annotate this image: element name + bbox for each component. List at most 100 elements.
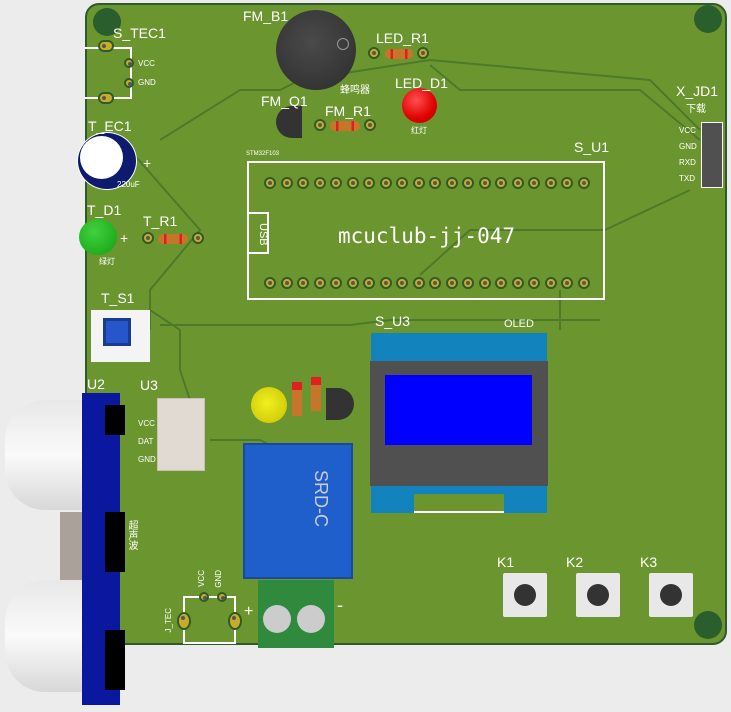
u3-connector (157, 398, 205, 471)
board-silk-text: mcuclub-jj-047 (338, 224, 516, 248)
mcu-pin (429, 277, 441, 289)
relay (243, 443, 353, 579)
mcu-pin (297, 277, 309, 289)
oled-label: OLED (504, 318, 534, 330)
t-ec1-polarity: + (143, 155, 152, 171)
key-k3-button[interactable] (649, 573, 693, 617)
button-cap[interactable] (514, 584, 536, 606)
mcu-pin (544, 277, 557, 289)
pad (364, 119, 376, 131)
download-header (701, 122, 723, 188)
mcu-pin (478, 277, 491, 289)
ultrasonic-transducer (5, 580, 90, 692)
pin-label-gnd: GND (138, 78, 156, 87)
s-u1-label: S_U1 (574, 139, 610, 155)
mcu-pin (528, 177, 540, 189)
mcu-pin (330, 277, 342, 289)
u3-pin-gnd: GND (138, 455, 156, 464)
pad (228, 612, 242, 630)
mcu-pin (330, 177, 342, 189)
t-d1-polarity: + (120, 230, 129, 246)
screw[interactable] (263, 605, 291, 633)
resistor-led-r1 (385, 49, 413, 59)
mcu-pin (462, 177, 474, 189)
mcu-pin (462, 277, 474, 289)
resistor-fm-r1 (330, 121, 360, 131)
led-r1-label: LED_R1 (376, 30, 429, 46)
s-u3-label: S_U3 (375, 313, 411, 329)
u3-pin-dat: DAT (138, 437, 154, 446)
button-cap[interactable] (660, 584, 682, 606)
mcu-pin (528, 277, 540, 289)
pad (142, 232, 154, 244)
pad (124, 78, 134, 88)
j-tec-pin-gnd: GND (214, 570, 223, 588)
mcu-pin (346, 277, 359, 289)
resistor (292, 382, 302, 416)
mounting-hole (694, 5, 722, 33)
pad (314, 119, 326, 131)
ultrasonic-part (105, 405, 125, 435)
mcu-pin (346, 177, 359, 189)
fm-r1-label: FM_R1 (325, 103, 371, 119)
mcu-pin (445, 177, 458, 189)
mcu-pin (264, 277, 276, 289)
s-tec1-label: S_TEC1 (113, 25, 166, 41)
u2-desc: 超声波 (126, 520, 137, 550)
button-cap[interactable] (587, 584, 609, 606)
pad (199, 592, 209, 602)
mcu-pin (577, 277, 590, 289)
switch-button[interactable] (103, 318, 131, 346)
mcu-pin (313, 277, 326, 289)
k3-label: K3 (640, 554, 658, 570)
k1-label: K1 (497, 554, 515, 570)
mcu-pin (495, 177, 507, 189)
mounting-hole (93, 8, 121, 36)
u2-label: U2 (87, 376, 105, 392)
pad (417, 47, 429, 59)
mcu-pin (511, 177, 524, 189)
yellow-led (251, 387, 287, 423)
key-k1-button[interactable] (503, 573, 547, 617)
mcu-pin (561, 177, 573, 189)
mcu-pin (297, 177, 309, 189)
s-u1-part: STM32F103 (246, 151, 280, 157)
mcu-pin (445, 277, 458, 289)
mcu-pin (511, 277, 524, 289)
u3-pin-vcc: VCC (138, 419, 155, 428)
x-jd1-label: X_JD1 (676, 83, 719, 99)
oled-cutout (414, 494, 504, 513)
mcu-pin (561, 277, 573, 289)
mcu-pin (396, 177, 408, 189)
ultrasonic-part (105, 512, 125, 572)
header-pin-txd: TXD (679, 174, 695, 183)
pad (177, 612, 191, 630)
green-led (79, 219, 117, 255)
led-d1-label: LED_D1 (395, 75, 448, 91)
mcu-pin (412, 277, 425, 289)
buzzer (276, 10, 356, 90)
resistor-t-r1 (158, 234, 188, 244)
mounting-hole (694, 611, 722, 639)
red-led (402, 88, 437, 123)
t-d1-desc: 绿灯 (99, 257, 115, 266)
header-pin-vcc: VCC (679, 126, 696, 135)
screw[interactable] (297, 605, 325, 633)
mcu-pin (412, 177, 425, 189)
header-pin-rxd: RXD (679, 158, 696, 167)
pad (368, 47, 380, 59)
mcu-pin (363, 177, 375, 189)
mcu-pin (544, 177, 557, 189)
fm-q1-label: FM_Q1 (261, 93, 308, 109)
t-s1-label: T_S1 (101, 290, 135, 306)
x-jd1-desc: 下载 (686, 104, 706, 115)
t-r1-label: T_R1 (143, 213, 178, 229)
mcu-pin (429, 177, 441, 189)
header-pin-gnd: GND (679, 142, 697, 151)
u3-label: U3 (140, 377, 158, 393)
transistor-fm-q1 (276, 106, 302, 138)
fm-b1-label: FM_B1 (243, 8, 289, 24)
pad (217, 592, 227, 602)
t-ec1-value: 220uF (117, 180, 140, 189)
key-k2-button[interactable] (576, 573, 620, 617)
